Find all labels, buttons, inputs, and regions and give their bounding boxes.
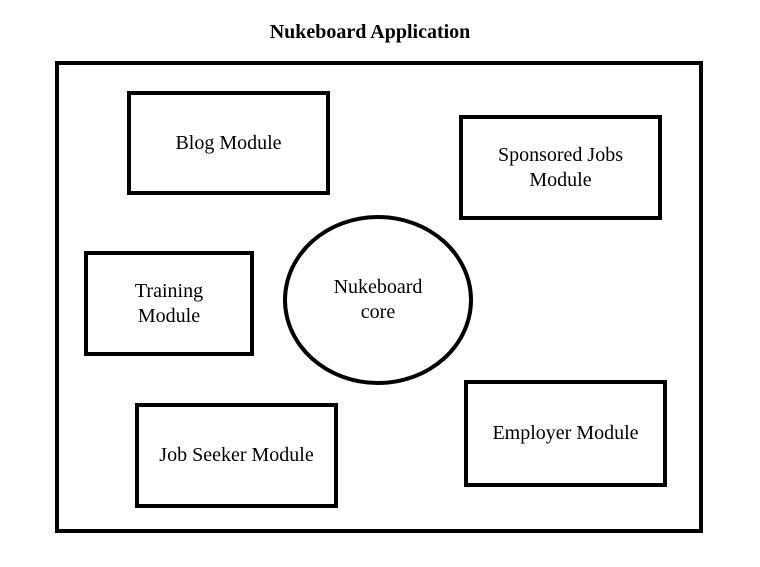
diagram-title: Nukeboard Application — [269, 21, 471, 43]
sponsored-jobs-module-label: Sponsored Jobs Module — [497, 143, 623, 191]
sponsored-jobs-module: Sponsored Jobs Module — [459, 115, 662, 220]
employer-module-label: Employer Module — [492, 422, 639, 444]
employer-module: Employer Module — [464, 380, 667, 487]
job-seeker-module: Job Seeker Module — [135, 403, 338, 508]
blog-module-label: Blog Module — [175, 131, 282, 154]
training-module-label: Training Module — [134, 279, 204, 327]
blog-module: Blog Module — [127, 91, 330, 195]
application-boundary — [55, 61, 703, 533]
training-module: Training Module — [84, 251, 254, 356]
nukeboard-core-label: Nukeboard core — [333, 276, 423, 323]
nukeboard-core: Nukeboard core — [283, 215, 473, 385]
job-seeker-module-label: Job Seeker Module — [159, 444, 314, 466]
